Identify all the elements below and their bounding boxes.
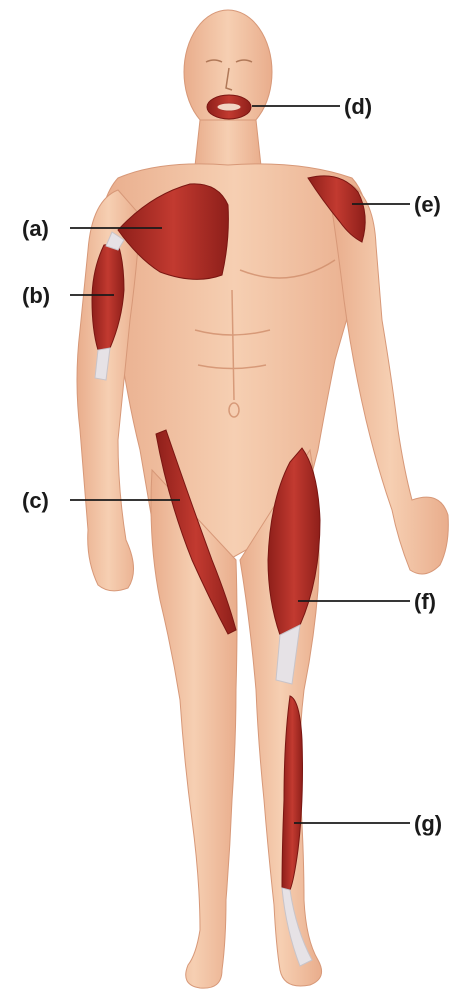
label-g: (g): [414, 811, 442, 836]
label-f: (f): [414, 589, 436, 614]
label-e: (e): [414, 192, 441, 217]
body-silhouette: [77, 10, 448, 988]
label-d: (d): [344, 94, 372, 119]
label-b: (b): [22, 283, 50, 308]
label-c: (c): [22, 488, 49, 513]
label-a: (a): [22, 216, 49, 241]
left-arm: [332, 185, 448, 574]
mouth-opening: [217, 103, 241, 111]
